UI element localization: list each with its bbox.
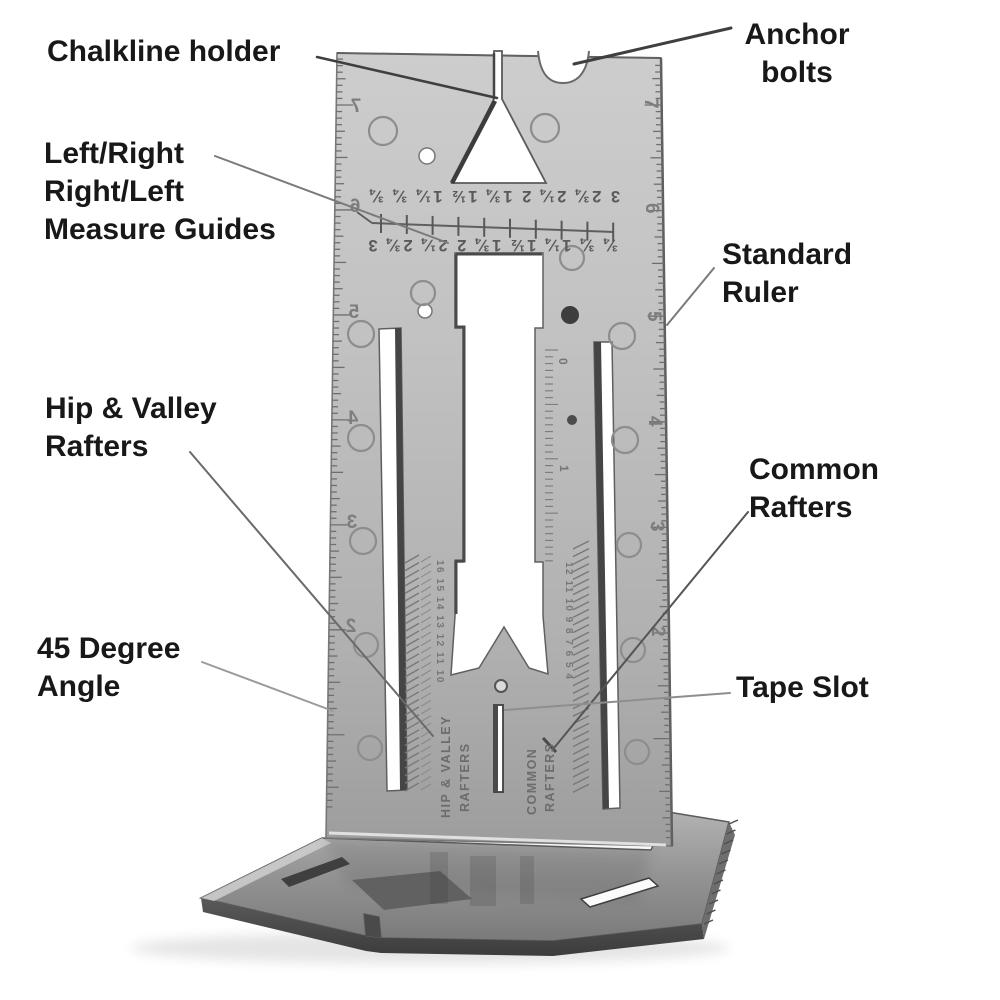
base-reflections <box>430 852 534 906</box>
left-ruler-number: 4 <box>347 408 358 429</box>
label-chalkline-holder: Chalkline holder <box>47 33 280 71</box>
label-hip-valley-rafters: Hip & Valley Rafters <box>45 390 217 466</box>
small-hole-mid <box>417 303 433 319</box>
base-left-edge-highlight <box>201 838 331 903</box>
fold-highlight <box>328 831 667 847</box>
dark-dot <box>567 415 577 425</box>
common-rafter-degree-hatching <box>572 540 590 793</box>
base-front-thickness <box>201 898 704 956</box>
measure-guide-ticks <box>356 211 615 242</box>
upright-plate: 7 6 5 4 3 2 7 6 5 4 3 2 3 2¾ 2¼ 2 1¾ 1½ … <box>325 47 674 847</box>
right-ruler-number: 5 <box>643 311 664 322</box>
hole-below-arrow <box>494 679 508 693</box>
label-text: Ruler <box>722 276 799 309</box>
left-scale-numbers: 16 15 14 13 12 11 10 <box>434 560 445 684</box>
label-text: bolts <box>761 56 833 89</box>
label-standard-ruler: Standard Ruler <box>722 236 852 312</box>
right-ruler-number: 4 <box>644 416 665 427</box>
right-ruler-number: 3 <box>646 521 667 532</box>
center-scale-number: 1 <box>557 465 571 472</box>
label-text: Common <box>749 453 879 486</box>
label-text: Tape Slot <box>736 671 869 704</box>
left-ruler-number: 2 <box>346 616 357 637</box>
label-anchor-bolts: Anchor bolts <box>712 16 882 92</box>
plate-right-edge <box>659 57 674 847</box>
anchor-bolt-notch <box>538 47 589 83</box>
left-ruler-number: 3 <box>347 512 358 533</box>
label-text: Angle <box>37 670 121 703</box>
base-notch-middle <box>352 871 472 910</box>
label-text: Right/Left <box>44 175 184 208</box>
callout-line-tapeslot <box>504 692 731 711</box>
hip-valley-engraving: RAFTERS <box>458 742 472 812</box>
label-text: Chalkline holder <box>47 35 281 68</box>
base-slot-bright <box>579 877 660 908</box>
callout-line-standard <box>666 267 715 326</box>
diagonal-slit-mark <box>541 736 558 754</box>
anchor-bolt-notch-edge <box>537 50 590 85</box>
triangle-dark-wall <box>450 99 497 185</box>
left-ruler-number: 5 <box>348 302 359 323</box>
base-plate <box>198 811 739 956</box>
tape-slot-cutout <box>493 704 504 793</box>
callout-lines <box>189 26 749 749</box>
right-scale-numbers: 12 11 10 9 8 7 6 5 4 <box>563 562 574 680</box>
callout-line-hipvalley <box>189 451 434 737</box>
label-text: Rafters <box>45 430 149 463</box>
center-mini-ruler-ticks <box>545 349 558 562</box>
callout-line-chalkline <box>315 55 499 100</box>
engraved-text: 7 6 5 4 3 2 7 6 5 4 3 2 3 2¾ 2¼ 2 1¾ 1½ … <box>346 96 668 818</box>
center-scale-number: 0 <box>556 358 570 365</box>
left-ruler-number: 7 <box>351 96 362 117</box>
right-ruler-number: 2 <box>647 626 668 637</box>
callout-line-anchor <box>572 26 733 66</box>
base-slot-left <box>281 857 350 887</box>
right-edge-ruler-ticks <box>644 64 672 839</box>
holes <box>417 147 579 693</box>
common-engraving: RAFTERS <box>543 742 557 812</box>
label-text: Rafters <box>749 491 853 524</box>
central-cutout-dark-wall <box>454 254 466 614</box>
callout-line-measure <box>214 155 449 244</box>
label-tape-slot: Tape Slot <box>736 669 869 707</box>
dark-hole <box>561 306 579 324</box>
base-edge-serration <box>703 819 739 925</box>
label-text: Standard <box>722 238 853 271</box>
label-text: Hip & Valley <box>45 392 217 425</box>
callout-line-45degree <box>201 661 334 712</box>
left-rafter-slot <box>378 327 408 792</box>
label-text: Anchor <box>744 18 850 51</box>
right-ruler-number: 6 <box>641 203 662 214</box>
measure-guide-bottom-row: ¾ ¾ 1¼ 1½ 1¾ 2 2¼ 2¾ 3 <box>366 236 618 254</box>
callout-line-common <box>553 511 749 749</box>
right-ruler-number: 7 <box>640 98 661 109</box>
label-45-degree-angle: 45 Degree Angle <box>37 630 180 706</box>
small-hole-upper <box>418 147 436 165</box>
left-ruler-number: 6 <box>350 196 361 217</box>
embossed-circles <box>346 112 651 766</box>
label-text: Measure Guides <box>44 213 276 246</box>
right-rafter-slot <box>593 341 621 810</box>
hip-valley-engraving: HIP & VALLEY <box>439 715 453 818</box>
left-edge-ruler-ticks <box>326 58 354 808</box>
measure-guide-top-row: 3 2¾ 2¼ 2 1¾ 1½ 1¼ ¾ ¾ <box>368 187 620 205</box>
label-measure-guides: Left/Right Right/Left Measure Guides <box>44 135 276 249</box>
label-common-rafters: Common Rafters <box>749 451 879 527</box>
common-engraving: COMMON <box>525 748 539 815</box>
label-text: 45 Degree <box>37 632 181 665</box>
label-text: Left/Right <box>44 137 184 170</box>
central-arrow-cutout <box>450 252 549 676</box>
base-front-notch <box>364 914 381 938</box>
